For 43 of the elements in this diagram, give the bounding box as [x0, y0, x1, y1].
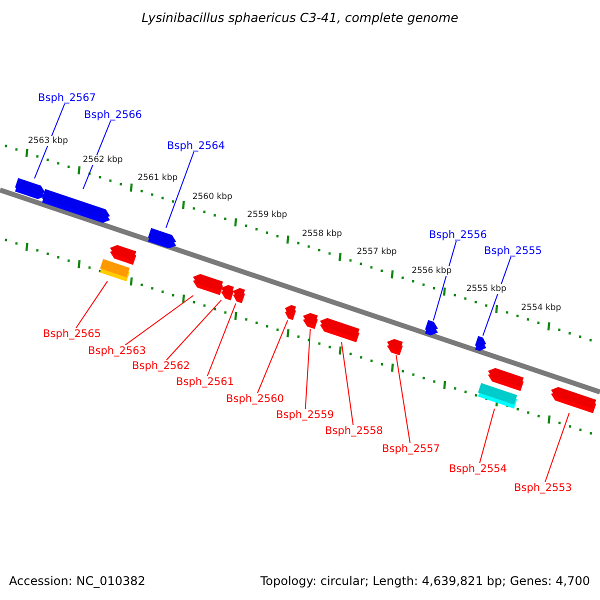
gene-label: Bsph_2555	[484, 245, 542, 257]
leader-line	[304, 328, 311, 410]
leader-line	[544, 412, 570, 482]
scale-label: 2563 kbp	[26, 136, 70, 146]
leader-line	[257, 320, 288, 394]
leader-line	[432, 240, 457, 321]
accession-text: Accession: NC_010382	[9, 574, 146, 588]
scale-label: 2560 kbp	[191, 192, 234, 202]
leader-line	[124, 295, 194, 346]
genome-info-text: Topology: circular; Length: 4,639,821 bp; Genes: 4,700	[260, 574, 590, 588]
gene-label: Bsph_2566	[84, 109, 142, 121]
gene-label: Bsph_2560	[226, 393, 284, 405]
scale-label: 2562 kbp	[82, 154, 124, 164]
leader-line	[341, 342, 354, 426]
scale-label: 2559 kbp	[246, 210, 288, 220]
scale-label: 2555 kbp	[465, 284, 508, 294]
gene-label: Bsph_2567	[38, 92, 96, 104]
leader-line	[82, 120, 112, 190]
scale-label: 2554 kbp	[520, 302, 562, 312]
gene-label: Bsph_2553	[514, 482, 572, 494]
leader-line	[482, 256, 512, 336]
gene-label: Bsph_2561	[176, 376, 234, 388]
leader-line	[396, 354, 411, 444]
gene-label: Bsph_2563	[88, 345, 146, 357]
leader-line	[34, 104, 66, 179]
gene-label: Bsph_2558	[325, 425, 383, 437]
title: Lysinibacillus sphaericus C3-41, complete genome	[140, 10, 460, 25]
gene-label: Bsph_2559	[276, 409, 334, 421]
gene-label: Bsph_2562	[132, 360, 190, 372]
gene-label: Bsph_2554	[449, 463, 507, 475]
scale-label: 2557 kbp	[356, 247, 398, 257]
gene-label: Bsph_2556	[429, 229, 487, 241]
scale-label: 2561 kbp	[136, 173, 179, 183]
leader-line	[76, 280, 108, 328]
leader-line	[166, 300, 222, 360]
leader-line	[206, 303, 236, 376]
gene-label: Bsph_2565	[43, 328, 101, 340]
gene-label: Bsph_2564	[167, 140, 225, 152]
scale-label: 2556 kbp	[410, 266, 453, 276]
leader-line	[165, 152, 194, 228]
scale-label: 2558 kbp	[300, 228, 344, 238]
gene-label: Bsph_2557	[382, 443, 440, 455]
leader-line	[479, 408, 495, 464]
